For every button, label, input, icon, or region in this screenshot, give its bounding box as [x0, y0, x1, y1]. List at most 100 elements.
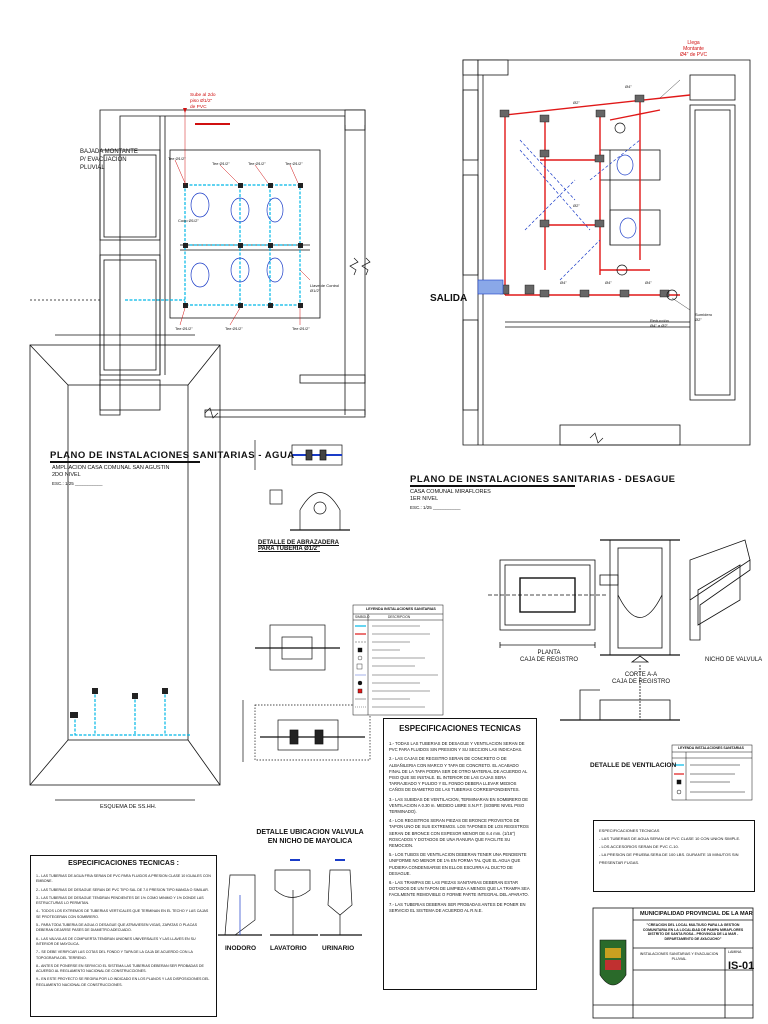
drain-plan-title: PLANO DE INSTALACIONES SANITARIAS - DESA… — [410, 474, 676, 485]
bajada-montante-label: BAJADA MONTANTE P/ EVACUACION PLUVIAL — [80, 148, 138, 172]
llave-line: Llave de Control — [310, 283, 340, 288]
tee-label: Tee Ø1/2" — [175, 326, 193, 331]
legend-col-description: DESCRIPCION — [388, 615, 411, 619]
small-note-line: - LOS ACCESORIOS SERAN DE PVC C-10. — [599, 844, 679, 849]
small-note-line: - LAS TUBERIAS DE AGUA SERAN DE PVC CLAS… — [599, 836, 741, 841]
elevation-valves — [70, 688, 168, 718]
elevation-schema — [29, 334, 221, 801]
spec-item: 3.- LAS SUBIDAS DE VENTILACION, TERMINAR… — [389, 796, 529, 815]
tee-label: Tee Ø1/2" — [168, 156, 186, 161]
pipe-diameter-label: Ø4" — [605, 280, 612, 285]
spec-item: 6.- LAS TRAMPAS DE LAS PIEZAS SANITARIAS… — [389, 880, 530, 898]
tee-label: Tee Ø1/2" — [225, 326, 243, 331]
bajada-line: PLUVIAL — [80, 165, 105, 171]
bajada-line: BAJADA MONTANTE — [80, 149, 138, 155]
titleblock-plan-name: INSTALACIONES SANITARIAS Y EVACUACION PL… — [639, 952, 719, 961]
drain-title-underline — [410, 485, 575, 487]
drain-plan-subtitle2: 1ER NIVEL — [410, 496, 439, 502]
titleblock-lamina-label: LAMINA — [728, 950, 742, 954]
ventilacion-detail — [560, 655, 680, 721]
spec-item: 7.- LAS TUBERIAS DEBERAN SER PROBADAS AN… — [389, 901, 526, 913]
tee-label: Tee Ø1/2" — [212, 161, 230, 166]
pipe-diameter-label: Ø2" — [573, 100, 580, 105]
codo-label: Codo Ø1/2" — [178, 218, 199, 223]
corte-caption: CORTE A-A CAJA DE REGISTRO — [612, 672, 670, 686]
spec-item: 9.- EN ESTE PROYECTO SE REGIRA POR LO IN… — [36, 977, 210, 987]
small-note-line: ESPECIFICACIONES TECNICAS — [599, 828, 660, 833]
corte-line: CAJA DE REGISTRO — [612, 679, 671, 685]
water-riser-note: Sube al 2do piso Ø1/2" de PVC — [190, 93, 216, 111]
elevation-caption: ESQUEMA DE SS.HH. — [100, 804, 157, 810]
water-fixtures — [190, 192, 284, 288]
corte-line: CORTE A-A — [624, 672, 658, 678]
titleblock-org: MUNICIPALIDAD PROVINCIAL DE LA MAR — [640, 911, 753, 917]
spec-item: 6.- LAS VALVULAS DE COMPUERTA TENDRAN UN… — [36, 936, 196, 946]
spec-item: 8.- ANTES DE PONERSE EN SERVICIO EL SIST… — [36, 963, 204, 974]
riser-note-line: de PVC — [190, 105, 207, 110]
reduccion-label: Reducción Ø4" a Ø2" — [650, 318, 669, 328]
llega-line: Montante — [683, 46, 704, 52]
spec-item: 2.- LAS TUBERIAS DE DESAGUE SERAN DE PVC… — [36, 887, 209, 892]
spec-item: 1.- TODAS LAS TUBERIAS DE DESAGUE Y VENT… — [389, 741, 525, 753]
titleblock-frame — [592, 907, 754, 1019]
valve-title-line: EN NICHO DE MAYOLICA — [267, 838, 353, 845]
bajada-line: P/ EVACUACION — [80, 157, 127, 163]
lavatorio-label: LAVATORIO — [270, 945, 307, 952]
spec-item: 3.- LAS TUBERIAS DE DESAGUE TENDRAN PEND… — [36, 895, 204, 906]
salida-box — [477, 279, 504, 295]
spec-item: 1.- LAS TUBERIAS DE AGUA FRIA SERAN DE P… — [36, 874, 211, 884]
spec-item: 5.- LOS TUBOS DE VENTILACION DEBERAN TEN… — [389, 852, 527, 876]
clamp-detail-title: DETALLE DE ABRAZADERA PARA TUBERIA Ø1/2" — [258, 540, 339, 552]
drain-leaders — [659, 79, 691, 311]
nicho-valvula-detail — [689, 539, 751, 641]
salida-label: SALIDA — [430, 293, 468, 304]
sumidero-line: Ø2" — [695, 317, 702, 322]
drain-plan-subtitle1: CASA COMUNAL MIRAFLORES — [410, 489, 491, 495]
caja-registro-section — [599, 539, 680, 656]
spec-right-list: 1.- TODAS LAS TUBERIAS DE DESAGUE Y VENT… — [389, 741, 531, 917]
reduccion-line: Ø4" a Ø2" — [650, 323, 668, 328]
spec-left-title: ESPECIFICACIONES TECNICAS : — [68, 860, 179, 867]
legend2-title: LEYENDA INSTALACIONES SANITARIAS — [678, 746, 744, 750]
pipe-diameter-label: Ø2" — [573, 203, 580, 208]
tee-label: Tee Ø1/2" — [248, 161, 266, 166]
water-fittings — [183, 183, 303, 308]
llega-line: Ø4" de PVC — [680, 52, 708, 58]
spec-item: 4.- TODOS LOS EXTREMOS DE TUBERIAS VERTI… — [36, 909, 209, 919]
pipe-diameter-label: Ø4" — [645, 280, 652, 285]
drain-plan-scale: ESC.: 1/25 ___________ — [410, 505, 461, 510]
spec-right-box: ESPECIFICACIONES TECNICAS 1.- TODAS LAS … — [383, 718, 537, 990]
pipe-diameter-label: Ø4" — [560, 280, 567, 285]
inodoro-label: INODORO — [225, 945, 257, 952]
legend-table — [352, 604, 444, 716]
llega-line: Llega — [687, 40, 700, 46]
riser-note-line: piso Ø1/2" — [190, 99, 213, 104]
pipe-diameter-label: Ø4" — [625, 84, 632, 89]
spec-right-title: ESPECIFICACIONES TECNICAS — [399, 724, 521, 733]
legend-col-symbol: SIMBOLO — [355, 615, 370, 619]
drain-fixtures — [614, 122, 678, 301]
caja-registro-plan — [488, 559, 608, 648]
small-notes-box: ESPECIFICACIONES TECNICAS - LAS TUBERIAS… — [593, 820, 755, 892]
legend-title: LEYENDA INSTALACIONES SANITARIAS — [366, 607, 436, 611]
planta-line: CAJA DE REGISTRO — [520, 657, 579, 663]
spec-item: 7.- SE DEBE VERIFICAR LAS COTAS DEL FOND… — [36, 950, 193, 960]
elevation-pipes — [70, 690, 190, 736]
valve-title-line: DETALLE UBICACION VALVULA — [256, 829, 364, 836]
spec-item: 2.- LAS CAJAS DE REGISTRO SERAN DE CONCR… — [389, 756, 528, 793]
tee-label: Tee Ø1/2" — [292, 326, 310, 331]
fixture-details — [218, 859, 362, 936]
spec-item: 5.- PARA TODA TUBERIA DE AGUA O DESAGUE … — [36, 923, 197, 933]
municipal-seal — [599, 939, 627, 986]
sumidero-line: Sumidero — [695, 312, 713, 317]
water-leaders — [174, 110, 311, 326]
spec-left-list: 1.- LAS TUBERIAS DE AGUA FRIA SERAN DE P… — [36, 874, 211, 991]
drain-plan-walls — [462, 59, 751, 446]
valve-niche-detail — [242, 624, 371, 762]
pipe-clamp-detail — [254, 440, 350, 531]
small-note-line: - LA PRESION DE PRUEBA SERA DE 100 LBS. … — [599, 852, 739, 865]
sumidero-label: Sumidero Ø2" — [695, 312, 712, 322]
small-notes-list: ESPECIFICACIONES TECNICAS - LAS TUBERIAS… — [599, 827, 749, 867]
drain-pipes — [504, 94, 691, 296]
llave-line: Ø1/2" — [310, 288, 321, 293]
